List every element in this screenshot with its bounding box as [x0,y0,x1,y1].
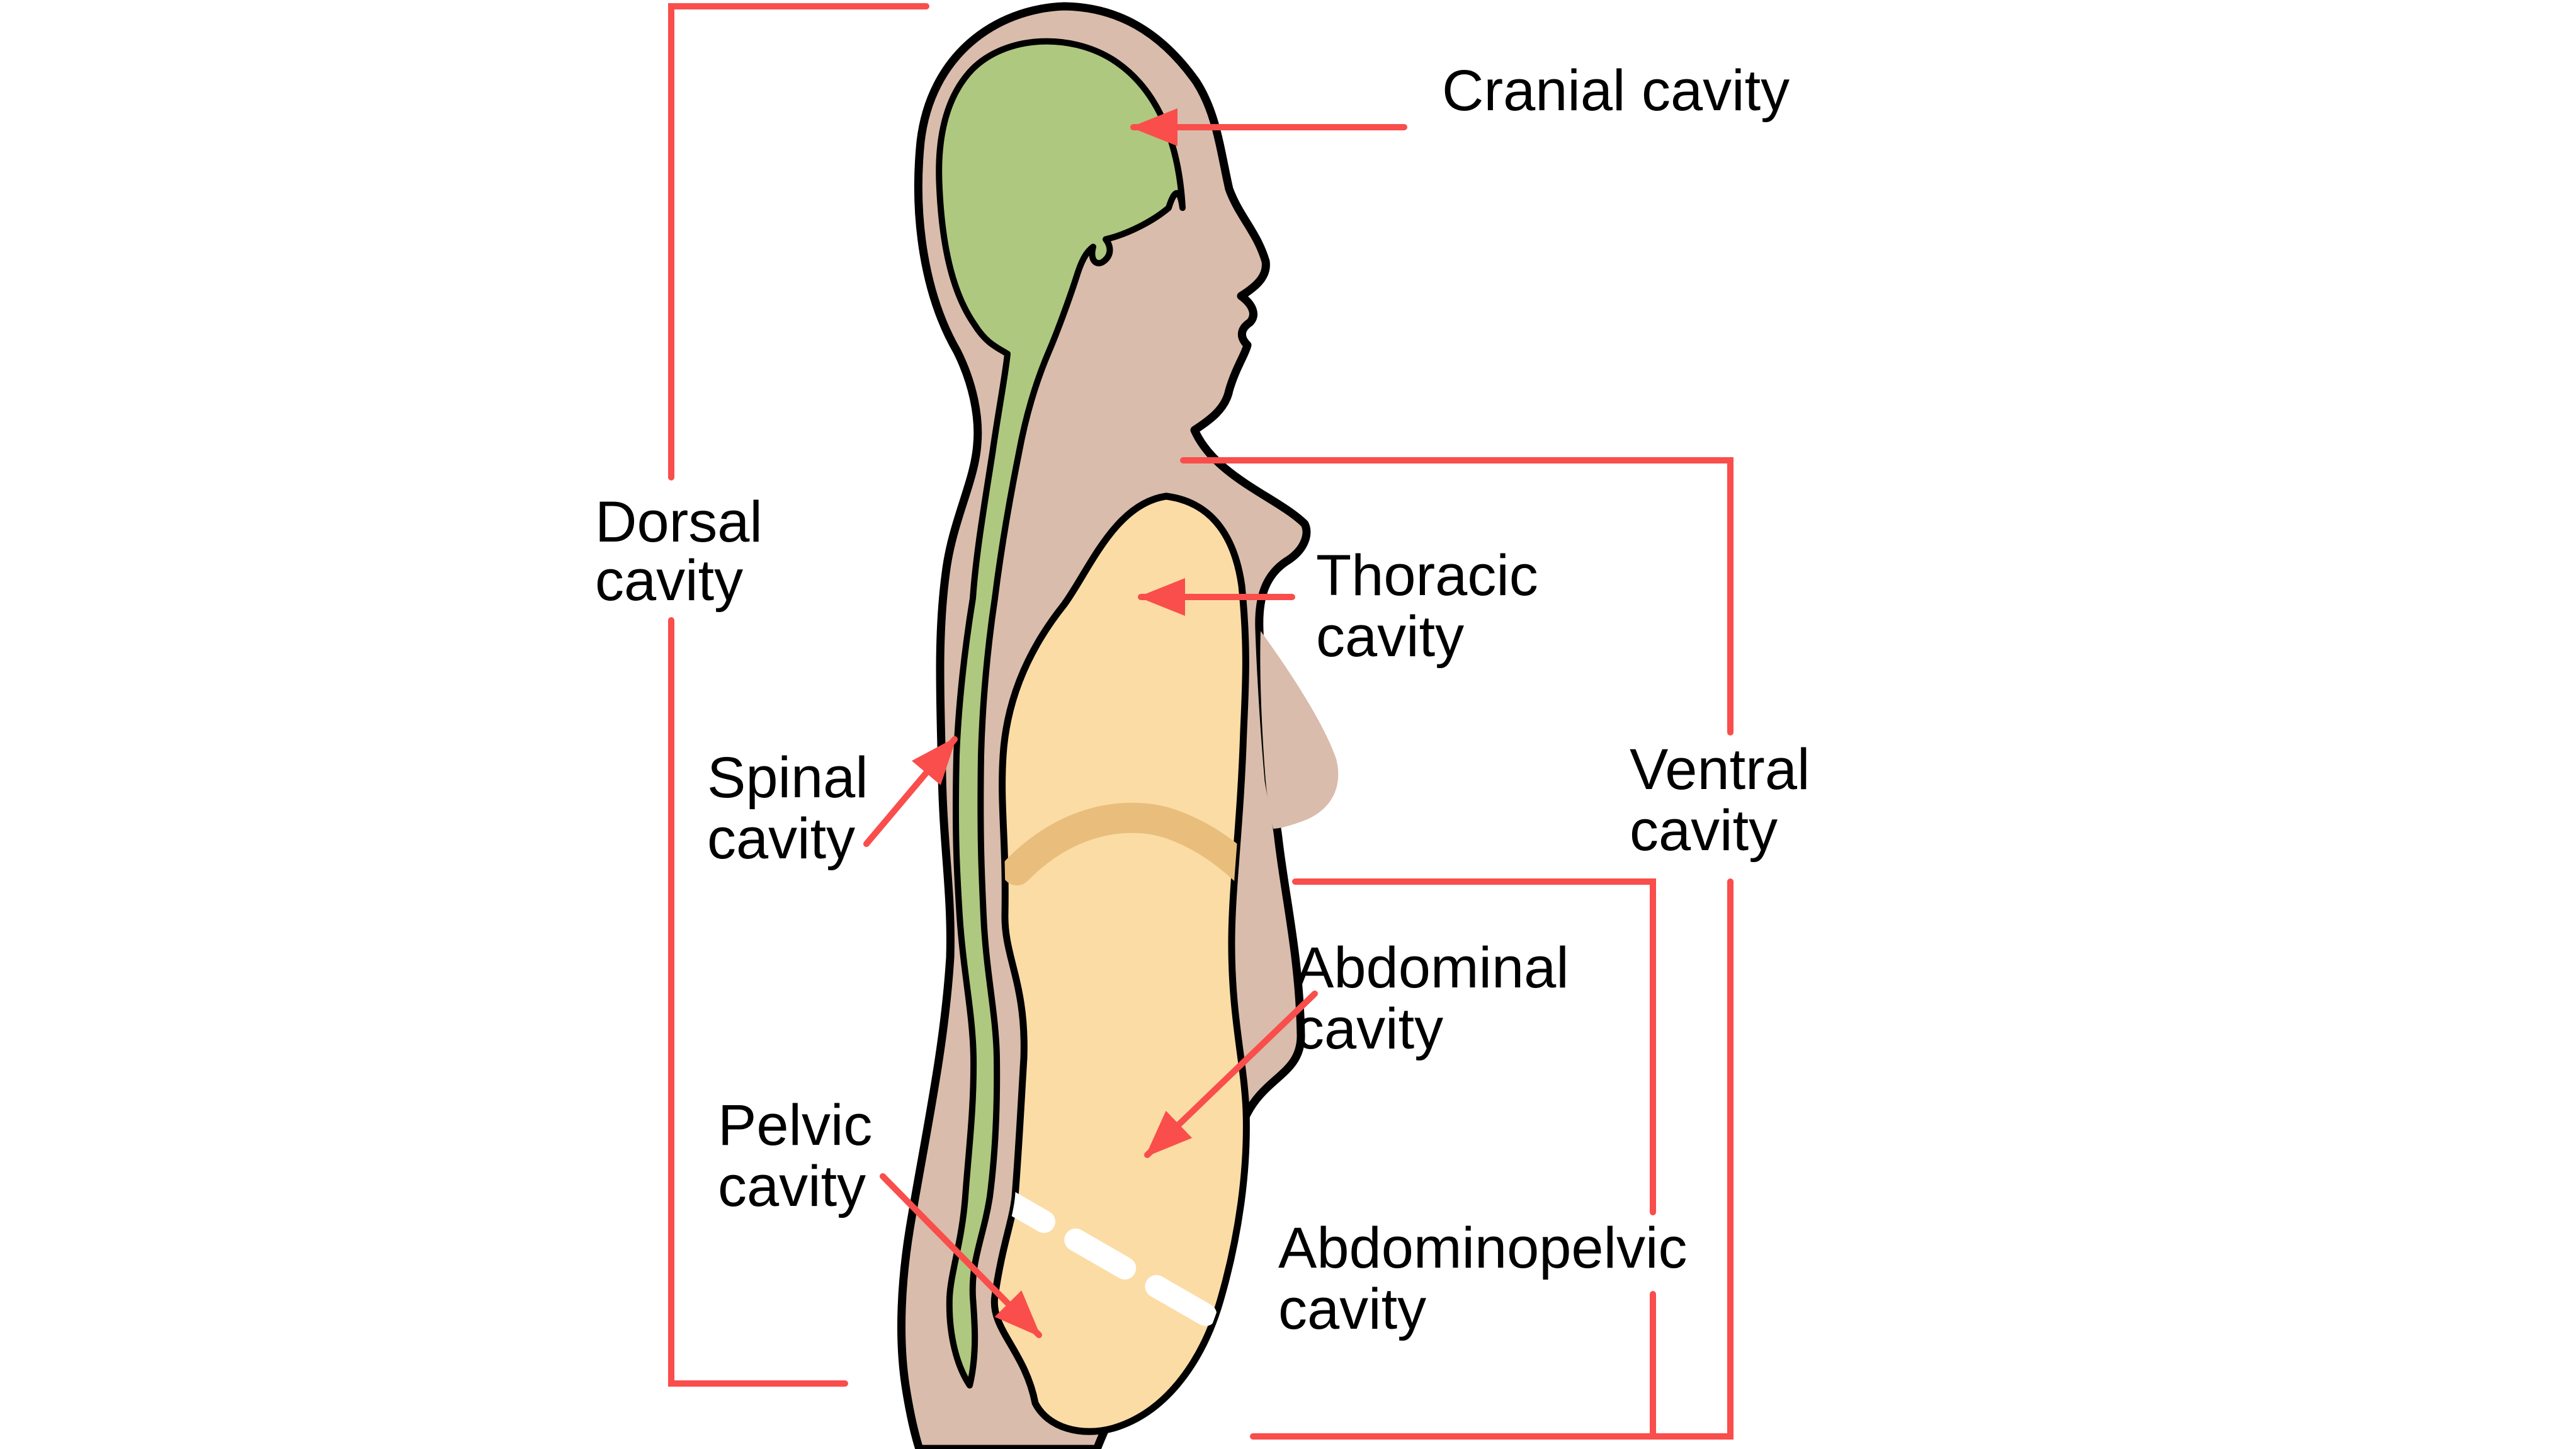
pelvic-cavity-arrow [880,1173,1042,1338]
ventral-cavity-label: Ventral cavity [1630,737,1810,863]
dorsal-cavity-label: Dorsal cavity [595,490,763,613]
svg-text:cavity: cavity [1316,605,1464,669]
pelvic-cavity-label: Pelvic cavity [718,1093,872,1219]
svg-text:cavity: cavity [718,1154,866,1219]
abdominopelvic-cavity-bracket [1292,878,1656,1440]
torso-cavity-region [990,492,1250,1435]
svg-text:Thoracic: Thoracic [1316,543,1538,608]
svg-text:cavity: cavity [1278,1277,1426,1341]
spinal-cavity-label: Spinal cavity [707,746,868,871]
svg-text:Pelvic: Pelvic [718,1093,872,1157]
abdominal-cavity-arrow [1144,991,1318,1158]
svg-text:cavity: cavity [1630,798,1778,863]
svg-text:Dorsal: Dorsal [595,490,763,554]
abdominopelvic-cavity-label: Abdominopelvic cavity [1278,1216,1687,1341]
ventral-cavity-bracket [1180,457,1733,1440]
cranial-and-spinal-cavity-region [936,38,1186,1389]
thoracic-cavity-label: Thoracic cavity [1316,543,1538,669]
breast-contour [1260,631,1339,829]
svg-text:cavity: cavity [595,548,743,613]
pelvic-divider-dashed-line [994,1182,1217,1326]
dorsal-cavity-bracket [668,3,929,1387]
spinal-cavity-arrow [863,736,958,847]
cranial-cavity-label: Cranial cavity [1442,59,1790,123]
abdominal-cavity-label: Abdominal cavity [1295,936,1569,1061]
svg-text:cavity: cavity [1295,997,1443,1061]
svg-text:Spinal: Spinal [707,746,868,810]
svg-text:Ventral: Ventral [1630,737,1810,802]
svg-text:Abdominal: Abdominal [1295,936,1569,1000]
diaphragm-band [1002,802,1247,898]
svg-text:cavity: cavity [707,807,855,871]
svg-text:Abdominopelvic: Abdominopelvic [1278,1216,1687,1280]
